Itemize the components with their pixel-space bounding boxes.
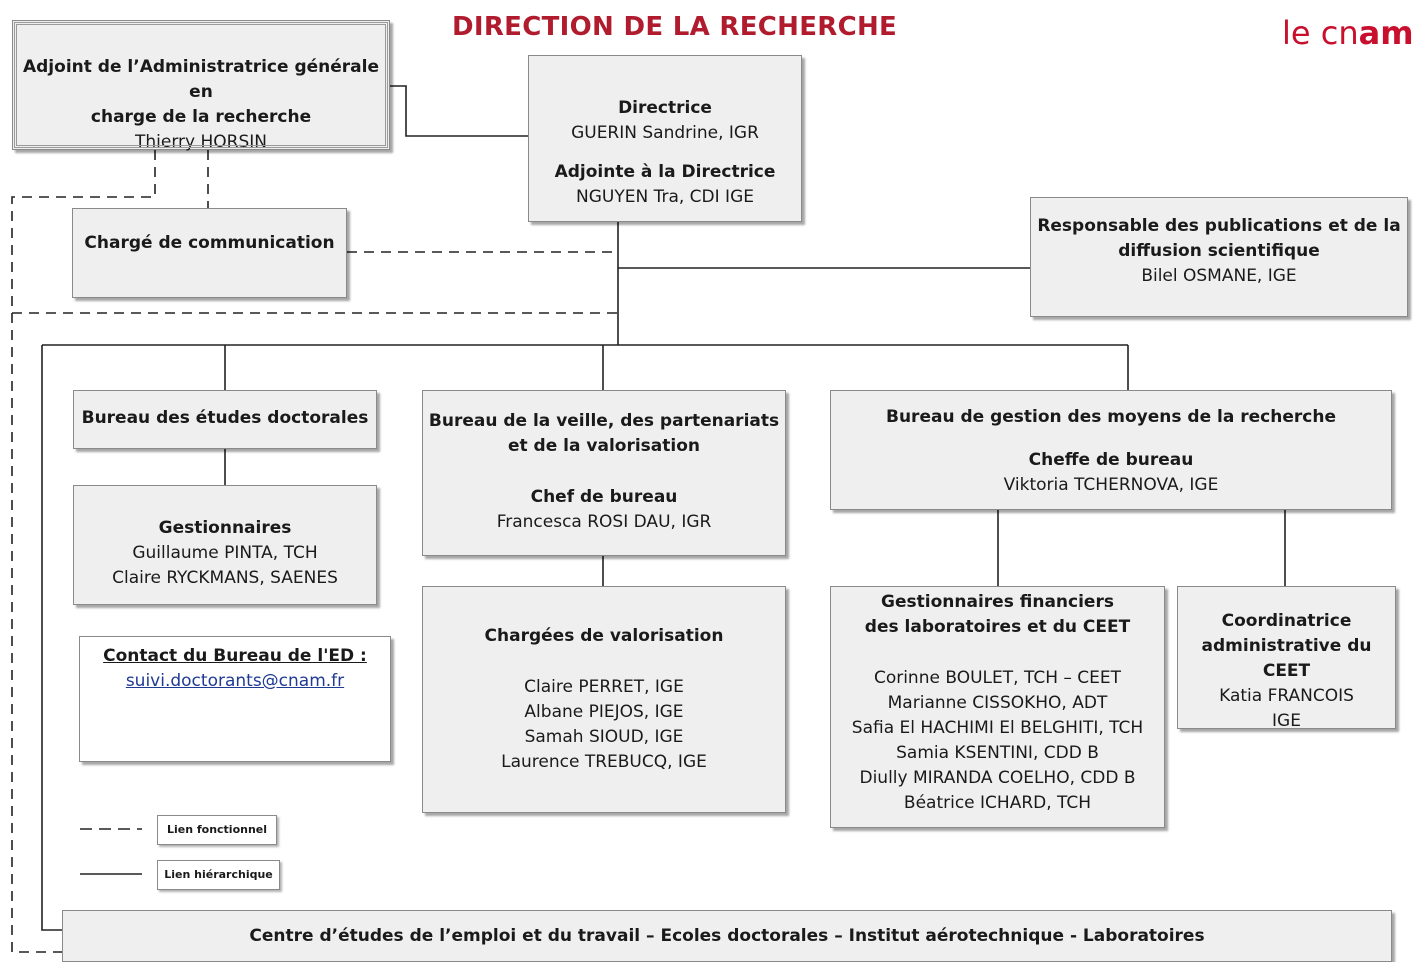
bottom-units-box: Centre d’études de l’emploi et du travai…	[62, 910, 1392, 962]
veille-title-line2: et de la valorisation	[507, 436, 700, 456]
financiers-box: Gestionnaires financiers des laboratoire…	[830, 586, 1165, 828]
valorisation-box: Chargées de valorisation Claire PERRET, …	[422, 586, 786, 813]
coordinatrice-title-line2: administrative du CEET	[1201, 636, 1372, 681]
bottom-units-text: Centre d’études de l’emploi et du travai…	[249, 926, 1205, 946]
financiers-member: Béatrice ICHARD, TCH	[903, 793, 1092, 813]
veille-box: Bureau de la veille, des partenariats et…	[422, 390, 786, 556]
line-left-down	[41, 345, 62, 931]
dash-adjoint-left	[11, 150, 156, 953]
valorisation-title: Chargées de valorisation	[484, 626, 724, 646]
adjoint-title-line1: Adjoint de l’Administratrice générale en	[22, 57, 379, 102]
bed-member: Claire RYCKMANS, SAENES	[112, 568, 338, 588]
valorisation-member: Albane PIEJOS, IGE	[524, 702, 684, 722]
moyens-name: Viktoria TCHERNOVA, IGE	[1003, 475, 1219, 495]
publications-box: Responsable des publications et de la di…	[1030, 197, 1408, 317]
moyens-role: Cheffe de bureau	[1028, 450, 1194, 470]
coordinatrice-title-line1: Coordinatrice	[1221, 611, 1352, 631]
adjointe-role: Adjointe à la Directrice	[554, 162, 776, 182]
page-title: DIRECTION DE LA RECHERCHE	[452, 12, 898, 42]
logo-text-part1: le cn	[1282, 14, 1359, 52]
coordinatrice-grade: IGE	[1272, 711, 1301, 731]
veille-role: Chef de bureau	[530, 487, 678, 507]
adjoint-title-line2: charge de la recherche	[90, 107, 312, 127]
line-adjoint-directrice	[390, 85, 528, 137]
coordinatrice-box: Coordinatrice administrative du CEET Kat…	[1177, 586, 1396, 731]
bed-gestionnaires-title: Gestionnaires	[158, 518, 292, 538]
publications-name: Bilel OSMANE, IGE	[1141, 266, 1297, 286]
directrice-name: GUERIN Sandrine, IGR	[571, 123, 759, 143]
adjointe-name: NGUYEN Tra, CDI IGE	[576, 187, 754, 207]
veille-name: Francesca ROSI DAU, IGR	[496, 512, 712, 532]
moyens-title: Bureau de gestion des moyens de la reche…	[886, 407, 1336, 427]
valorisation-member: Laurence TREBUCQ, IGE	[501, 752, 707, 772]
moyens-box: Bureau de gestion des moyens de la reche…	[830, 390, 1392, 510]
legend-functional-label: Lien fonctionnel	[166, 823, 268, 836]
bed-gestionnaires-box: Gestionnaires Guillaume PINTA, TCH Clair…	[73, 485, 377, 605]
legend-functional: Lien fonctionnel	[157, 815, 277, 845]
bed-box: Bureau des études doctorales	[73, 390, 377, 449]
financiers-member: Safia El HACHIMI El BELGHITI, TCH	[851, 718, 1144, 738]
adjoint-name: Thierry HORSIN	[135, 132, 267, 152]
directrice-role: Directrice	[618, 98, 712, 118]
directrice-box: Directrice GUERIN Sandrine, IGR Adjointe…	[528, 55, 802, 222]
valorisation-member: Claire PERRET, IGE	[524, 677, 684, 697]
publications-title-line1: Responsable des publications et de la	[1037, 216, 1401, 236]
publications-title-line2: diffusion scientifique	[1118, 241, 1320, 261]
communication-box: Chargé de communication	[72, 208, 347, 298]
financiers-title-line2: des laboratoires et du CEET	[864, 617, 1131, 637]
valorisation-member: Samah SIOUD, IGE	[524, 727, 684, 747]
bed-contact-email-link[interactable]: suivi.doctorants@cnam.fr	[125, 671, 345, 691]
financiers-member: Corinne BOULET, TCH – CEET	[873, 668, 1122, 688]
financiers-member: Marianne CISSOKHO, ADT	[887, 693, 1108, 713]
bed-title: Bureau des études doctorales	[81, 408, 369, 428]
veille-title-line1: Bureau de la veille, des partenariats	[428, 411, 780, 431]
logo-text-part2: am	[1358, 14, 1414, 52]
communication-role: Chargé de communication	[84, 233, 335, 253]
bed-contact-box: Contact du Bureau de l'ED : suivi.doctor…	[79, 636, 391, 762]
financiers-member: Samia KSENTINI, CDD B	[896, 743, 1099, 763]
adjoint-box: Adjoint de l’Administratrice générale en…	[12, 20, 390, 152]
coordinatrice-name: Katia FRANCOIS	[1219, 686, 1354, 706]
cnam-logo: le cnam	[1282, 14, 1414, 52]
bed-contact-title: Contact du Bureau de l'ED :	[103, 646, 367, 666]
bed-member: Guillaume PINTA, TCH	[132, 543, 318, 563]
legend-hierarchical-label: Lien hiérarchique	[164, 868, 273, 881]
legend-hierarchical: Lien hiérarchique	[157, 860, 280, 890]
financiers-member: Diully MIRANDA COELHO, CDD B	[859, 768, 1136, 788]
financiers-title-line1: Gestionnaires financiers	[881, 592, 1114, 612]
